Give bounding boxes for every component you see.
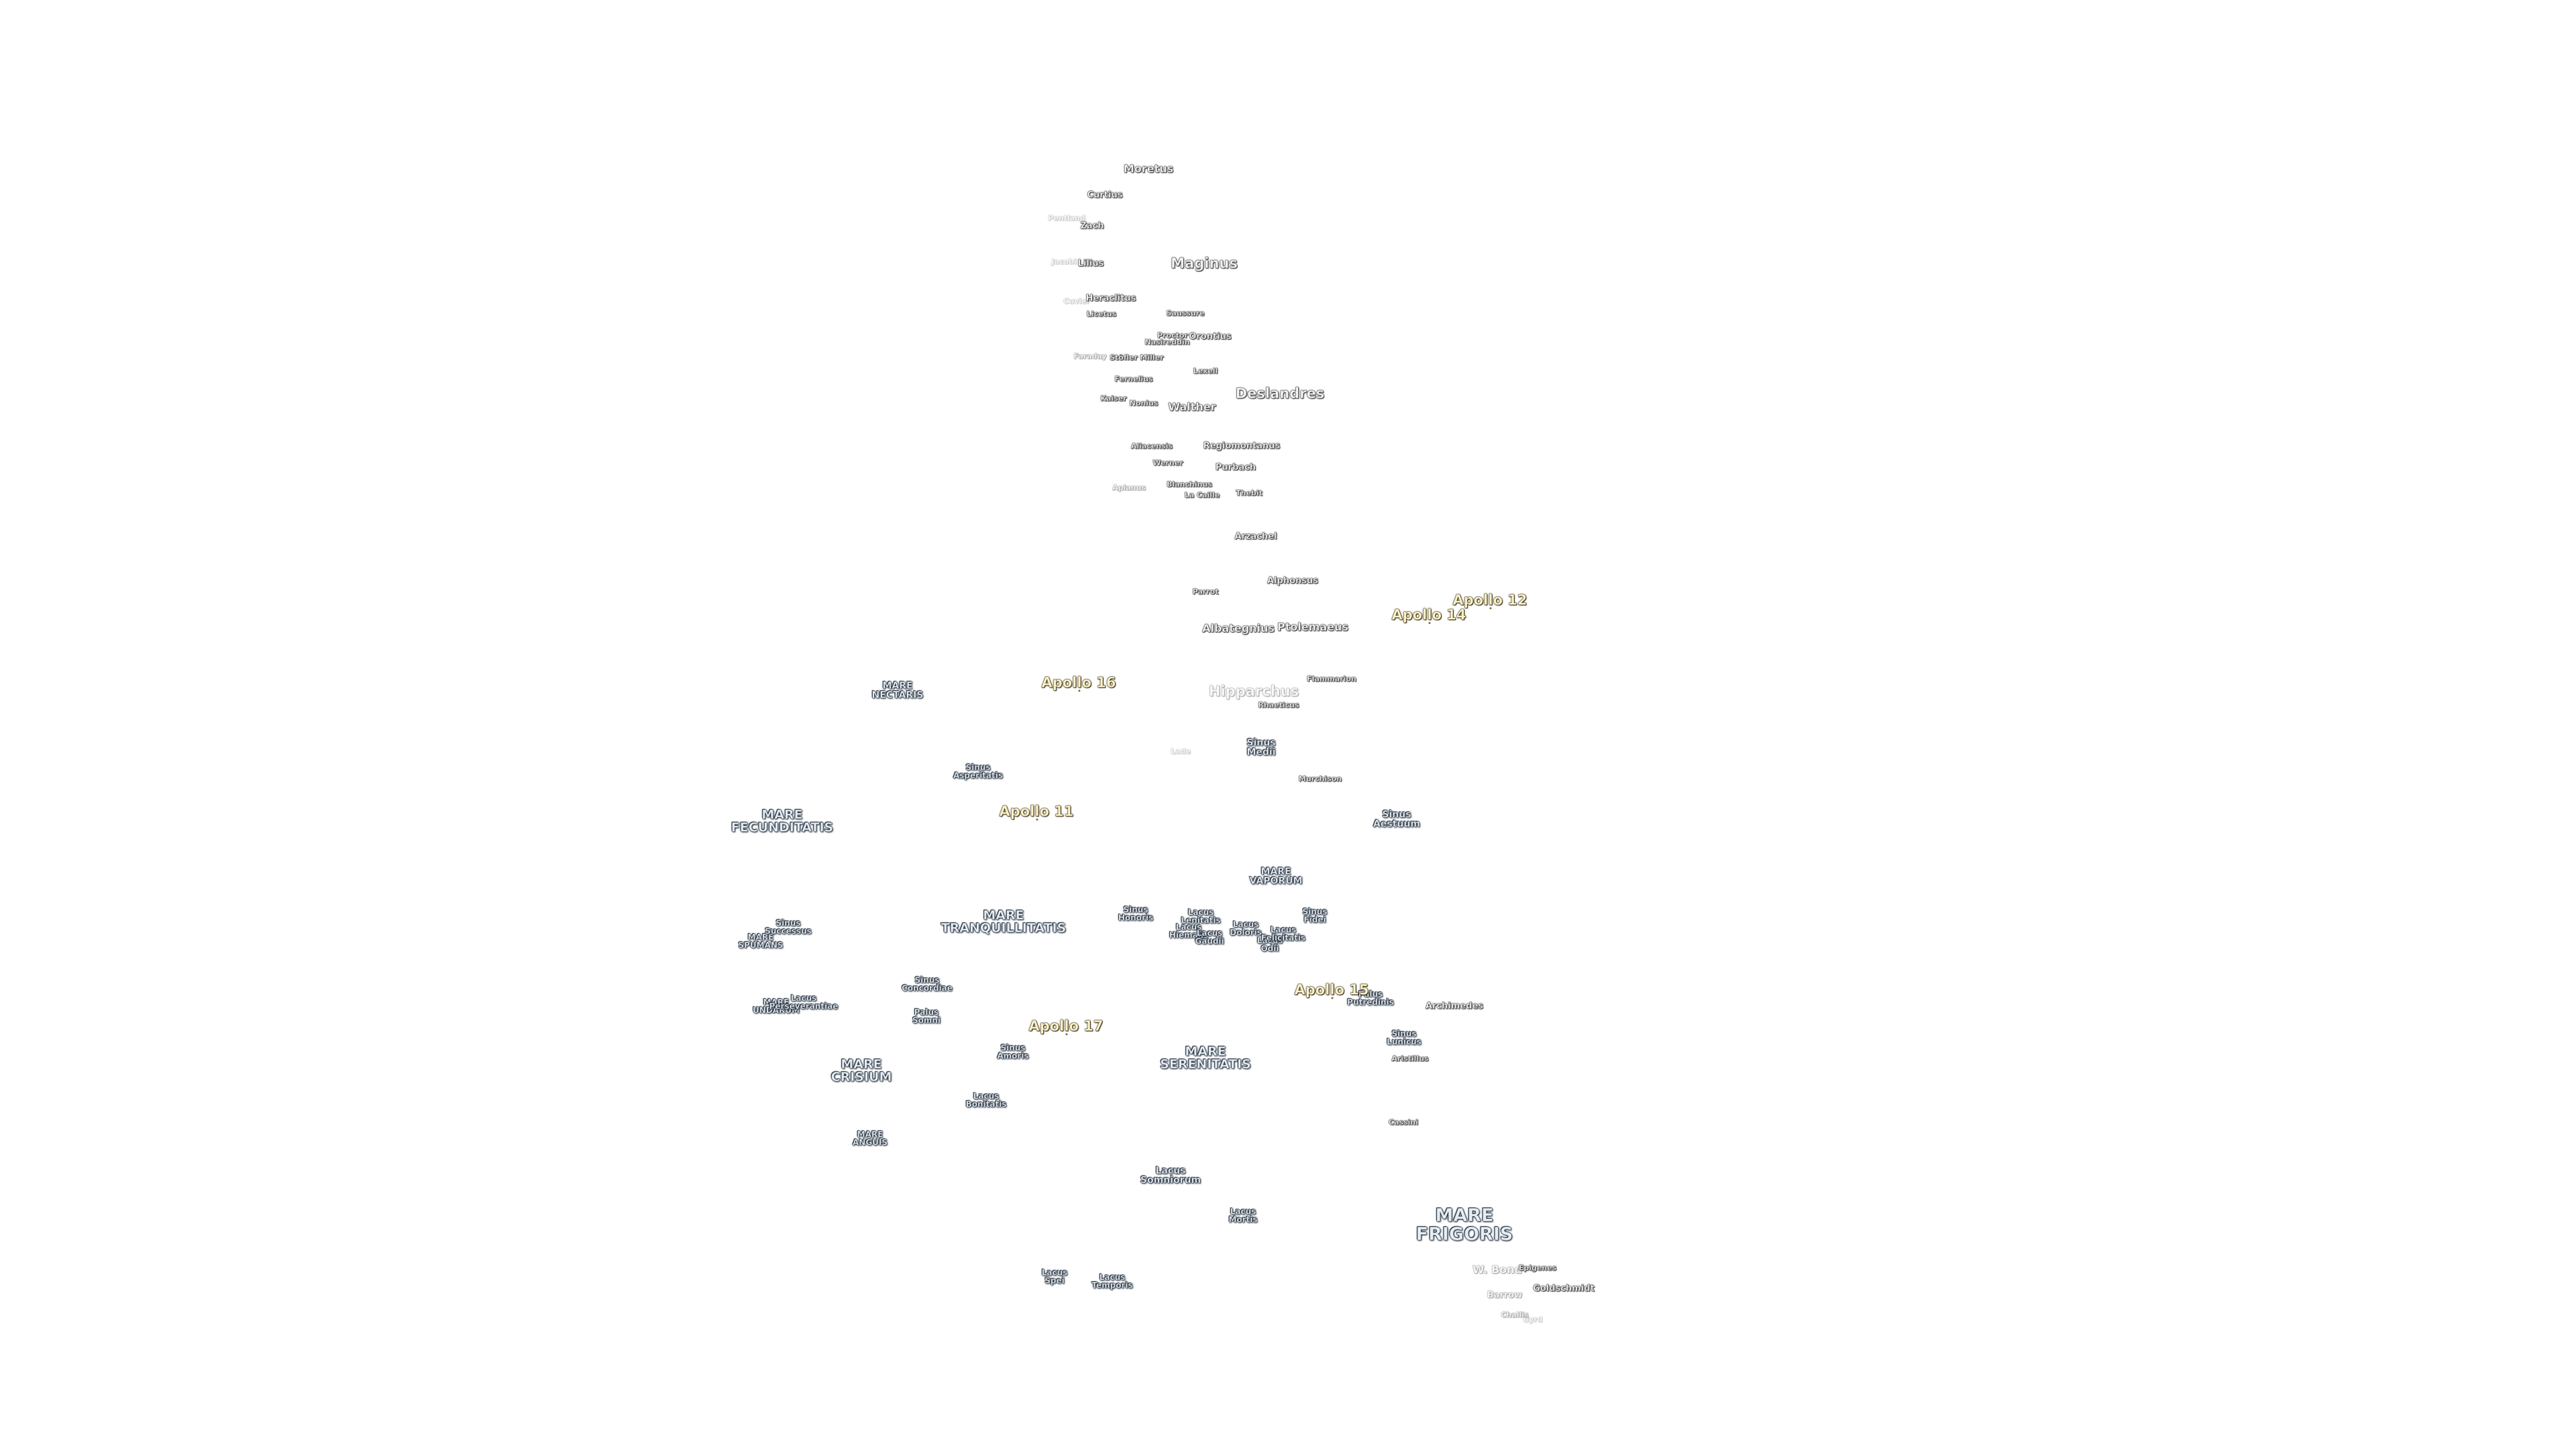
lacus-spei-label: Lacus Spei <box>1041 1267 1068 1285</box>
mare-nectaris-label: MARE NECTARIS <box>871 680 924 701</box>
werner-label: Werner <box>1152 458 1183 468</box>
saussure-label: Saussure <box>1166 309 1205 318</box>
paraday-label: Faraday <box>1073 352 1107 361</box>
byrd-label: Byrd <box>1523 1315 1543 1324</box>
lexell-label: Lexell <box>1193 366 1218 376</box>
apollo-15-label: Apollo 15 <box>1294 981 1369 1000</box>
murchison-label: Murchison <box>1298 774 1342 784</box>
epigenes-label: Epigenes <box>1518 1263 1557 1273</box>
sinus-concordiae-label: Sinus Concordiae <box>902 975 953 993</box>
orontius-label: Orontius <box>1189 331 1232 342</box>
heraclitus-label: Heraclitus <box>1085 293 1136 304</box>
sinus-asperitatis-label: Sinus Asperitatis <box>953 762 1004 780</box>
mare-undarum-label: MARE UNDARUM <box>753 997 800 1015</box>
cuvier-label: Cuvier <box>1063 297 1090 306</box>
fernelius-label: Fernelius <box>1114 374 1153 384</box>
albategnius-label: Albategnius <box>1202 621 1275 635</box>
curtius-label: Curtius <box>1087 190 1123 201</box>
mare-serenitatis-label: MARE SERENITATIS <box>1160 1044 1251 1072</box>
parrot-label: Parrot <box>1192 587 1219 596</box>
apianus-label: Apianus <box>1112 483 1146 492</box>
goldschmidt-label: Goldschmidt <box>1533 1283 1595 1294</box>
regiomontanus-label: Regiomontanus <box>1203 441 1281 451</box>
blanchinus-label: Blanchinus <box>1167 480 1212 489</box>
pentland-label: Pentland <box>1048 213 1085 223</box>
flammarion-label: Flammarion <box>1307 674 1356 684</box>
ptolemaeus-label: Ptolemaeus <box>1277 620 1349 633</box>
stofler-label: Stöfler <box>1110 353 1138 362</box>
la-caille-label: La Caille <box>1184 490 1220 500</box>
w-bond-label: W. Bond <box>1472 1263 1523 1276</box>
archimedes-label: Archimedes <box>1425 1001 1484 1012</box>
lacus-somniorum-label: Lacus Somniorum <box>1140 1165 1201 1186</box>
apollo-14-label: Apollo 14 <box>1391 606 1466 625</box>
walther-label: Walther <box>1168 400 1216 413</box>
sinus-lunicus-label: Sinus Lunicus <box>1387 1028 1421 1046</box>
lacus-gaudii-label: Lacus Gaudii <box>1195 928 1224 946</box>
barrow-label: Barrow <box>1487 1290 1523 1301</box>
arzachel-label: Arzachel <box>1234 531 1277 542</box>
palus-putredinis-label: Palus Putredinis <box>1347 989 1394 1007</box>
lacus-mortis-label: Lacus Mortis <box>1228 1206 1258 1224</box>
rhaeticus-label: Rhaeticus <box>1258 700 1299 710</box>
sinus-medii-label: Sinus Medii <box>1246 737 1276 758</box>
sinus-amoris-label: Sinus Amoris <box>997 1042 1029 1061</box>
aliacensis-label: Aliacensis <box>1130 441 1173 451</box>
mare-frigoris-label: MARE FRIGORIS <box>1415 1205 1513 1244</box>
mare-crisium-label: MARE CRISIUM <box>830 1057 892 1085</box>
kaiser-label: Kaiser <box>1100 394 1127 403</box>
lacus-lenitatis-label: Lacus Lenitatis <box>1181 907 1221 925</box>
sinus-successus-label: Sinus Successus <box>765 918 812 936</box>
apollo-12-label: Apollo 12 <box>1452 592 1527 610</box>
lilius-label: Lilius <box>1077 258 1104 269</box>
aristillus-label: Aristillus <box>1391 1054 1429 1063</box>
apollo-16-label: Apollo 16 <box>1041 674 1116 693</box>
lacus-hiemalis-label: Lacus Hiemalis <box>1169 922 1209 940</box>
jacobi-label: Jacobi <box>1051 257 1077 266</box>
hipparchus-label: Hipparchus <box>1208 683 1299 700</box>
mare-tranquillitatis-label: MARE TRANQUILLITATIS <box>941 908 1067 936</box>
mare-vaporum-label: MARE VAPORUM <box>1249 866 1303 887</box>
lacus-bonitatis-label: Lacus Bonitatis <box>965 1091 1007 1109</box>
deslandres-label: Deslandres <box>1235 385 1325 402</box>
proctor-label: Proctor <box>1157 331 1188 340</box>
alphonsus-label: Alphonsus <box>1267 576 1319 586</box>
maginus-label: Maginus <box>1171 255 1238 272</box>
sinus-honoris-label: Sinus Honoris <box>1118 904 1154 922</box>
sinus-fidei-label: Sinus Fidei <box>1302 906 1328 924</box>
mare-anguis-label: MARE ANGUIS <box>852 1129 888 1147</box>
thebit-label: Thebit <box>1236 488 1263 498</box>
nonius-label: Nonius <box>1129 398 1159 408</box>
lacus-perseverantiae-label: Lacus Perseverantiae <box>769 993 839 1011</box>
lacus-temporis-label: Lacus Temporis <box>1091 1272 1133 1290</box>
moretus-label: Moretus <box>1123 162 1174 175</box>
mare-fecunditatis-label: MARE FECUNDITATIS <box>731 807 834 835</box>
lade-label: Lade <box>1171 747 1191 756</box>
lacus-felicitatis-label: Lacus Felicitatis <box>1260 924 1306 943</box>
miller-label: Miller <box>1140 353 1164 362</box>
purbach-label: Purbach <box>1215 462 1256 473</box>
challis-label: Challis <box>1501 1310 1529 1320</box>
palus-somni-label: Palus Somni <box>912 1007 941 1025</box>
apollo-17-label: Apollo 17 <box>1028 1018 1104 1036</box>
licetus-label: Licetus <box>1086 309 1117 319</box>
apollo-11-label: Apollo 11 <box>999 803 1074 822</box>
cassini-label: Cassini <box>1389 1118 1419 1127</box>
lacus-odii-label: Lacus Odii <box>1256 935 1283 953</box>
zach-label: Zach <box>1080 221 1104 231</box>
mare-spumans-label: MARE SPUMANS <box>738 932 784 950</box>
nasireddin-label: Nasireddin <box>1144 337 1190 347</box>
lacus-doloris-label: Lacus Doloris <box>1230 919 1262 937</box>
sinus-aestuum-label: Sinus Aestuum <box>1373 809 1420 830</box>
